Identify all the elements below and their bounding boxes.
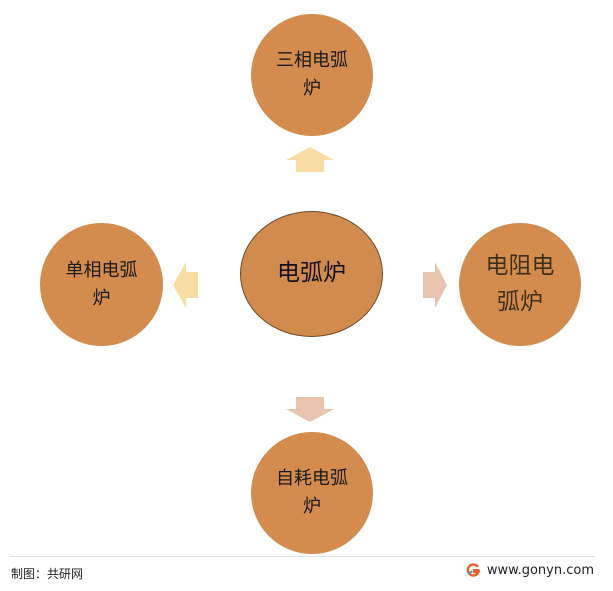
node-bottom-label: 自耗电弧炉 — [276, 468, 348, 517]
arrow-left-icon — [173, 262, 198, 308]
node-left-label: 单相电弧炉 — [65, 259, 138, 309]
node-arc-furnace: 电弧炉 — [240, 211, 383, 337]
node-center-label: 电弧炉 — [277, 260, 346, 287]
footer-divider — [10, 556, 595, 557]
node-resistance-arc-furnace: 电阻电弧炉 — [459, 223, 581, 346]
gonyn-logo-icon — [465, 563, 481, 578]
arrow-up-icon — [286, 147, 334, 172]
arrow-right-icon — [423, 262, 447, 308]
arrow-down-icon — [286, 397, 334, 422]
node-right-label: 电阻电弧炉 — [485, 252, 555, 315]
source-credit: 制图：共研网 — [11, 567, 84, 581]
website-text: www.gonyn.com — [486, 563, 594, 578]
node-consumable-arc-furnace: 自耗电弧炉 — [251, 432, 373, 554]
brand-link[interactable]: www.gonyn.com — [465, 563, 594, 578]
node-single-phase-arc-furnace: 单相电弧炉 — [40, 223, 163, 346]
node-three-phase-arc-furnace: 三相电弧炉 — [251, 14, 373, 136]
node-top-label: 三相电弧炉 — [276, 50, 348, 99]
